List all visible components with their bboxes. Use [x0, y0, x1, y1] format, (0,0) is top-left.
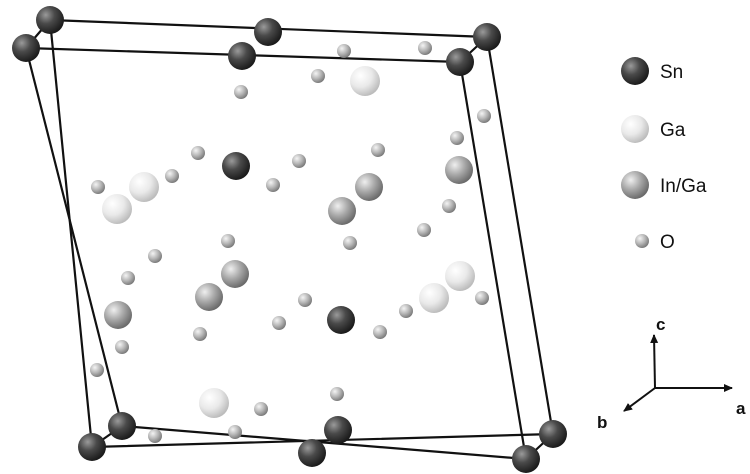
- sn-atom: [12, 34, 40, 62]
- o-atom: [148, 249, 162, 263]
- ga-atom: [350, 66, 380, 96]
- in-ga-legend-icon: [621, 171, 649, 199]
- o-atom: [417, 223, 431, 237]
- legend-item-o: O: [635, 232, 675, 253]
- legend-label-ga: Ga: [660, 120, 686, 141]
- o-atom: [234, 85, 248, 99]
- o-atom: [91, 180, 105, 194]
- b-axis-arrow: [623, 387, 656, 412]
- o-atom: [115, 340, 129, 354]
- sn-atom: [36, 6, 64, 34]
- o-atom: [477, 109, 491, 123]
- sn-atoms: [12, 6, 567, 473]
- in-ga-atom: [328, 197, 356, 225]
- legend-label-in-ga: In/Ga: [660, 176, 707, 197]
- in-ga-atoms: [104, 156, 473, 329]
- o-atom: [266, 178, 280, 192]
- sn-atom: [327, 306, 355, 334]
- o-atom: [337, 44, 351, 58]
- sn-atom: [222, 152, 250, 180]
- o-atom: [272, 316, 286, 330]
- o-atom: [292, 154, 306, 168]
- sn-atom: [298, 439, 326, 467]
- o-atom: [399, 304, 413, 318]
- ga-atom: [445, 261, 475, 291]
- ga-atom: [199, 388, 229, 418]
- in-ga-atom: [104, 301, 132, 329]
- o-atom: [254, 402, 268, 416]
- sn-atom: [228, 42, 256, 70]
- c-axis-label: c: [656, 315, 665, 334]
- o-atom: [90, 363, 104, 377]
- o-atom: [148, 429, 162, 443]
- o-atom: [121, 271, 135, 285]
- oxygen-atoms: [90, 41, 491, 443]
- o-atom: [373, 325, 387, 339]
- o-atom: [371, 143, 385, 157]
- in-ga-atom: [221, 260, 249, 288]
- sn-atom: [108, 412, 136, 440]
- o-atom: [343, 236, 357, 250]
- in-ga-atom: [445, 156, 473, 184]
- c-axis-arrow: [650, 334, 659, 389]
- o-atom: [193, 327, 207, 341]
- o-atom: [165, 169, 179, 183]
- sn-atom: [539, 420, 567, 448]
- o-atom: [228, 425, 242, 439]
- o-legend-icon: [635, 234, 649, 248]
- sn-atom: [512, 445, 540, 473]
- b-axis-label: b: [597, 413, 607, 432]
- o-atom: [450, 131, 464, 145]
- ga-atom: [102, 194, 132, 224]
- sn-atom: [254, 18, 282, 46]
- o-atom: [418, 41, 432, 55]
- o-atom: [311, 69, 325, 83]
- sn-atom: [324, 416, 352, 444]
- ga-atom: [419, 283, 449, 313]
- legend-item-ga: Ga: [621, 115, 686, 143]
- sn-atom: [78, 433, 106, 461]
- legend-item-in-ga: In/Ga: [621, 171, 707, 199]
- sn-atom: [473, 23, 501, 51]
- o-atom: [330, 387, 344, 401]
- ga-legend-icon: [621, 115, 649, 143]
- unit-cell-front-face: [24, 46, 528, 461]
- o-atom: [475, 291, 489, 305]
- o-atom: [221, 234, 235, 248]
- ga-atoms: [102, 66, 475, 418]
- sn-atom: [446, 48, 474, 76]
- axis-triad: [623, 334, 733, 412]
- legend-item-sn: Sn: [621, 57, 683, 85]
- unit-cell-frame: [24, 18, 555, 461]
- legend: Sn Ga In/Ga O: [621, 57, 707, 253]
- unit-cell-back-face: [48, 18, 555, 449]
- legend-label-o: O: [660, 232, 675, 253]
- o-atom: [298, 293, 312, 307]
- o-atom: [191, 146, 205, 160]
- in-ga-atom: [355, 173, 383, 201]
- in-ga-atom: [195, 283, 223, 311]
- sn-legend-icon: [621, 57, 649, 85]
- legend-label-sn: Sn: [660, 62, 683, 83]
- ga-atom: [129, 172, 159, 202]
- o-atom: [442, 199, 456, 213]
- a-axis-label: a: [736, 399, 746, 418]
